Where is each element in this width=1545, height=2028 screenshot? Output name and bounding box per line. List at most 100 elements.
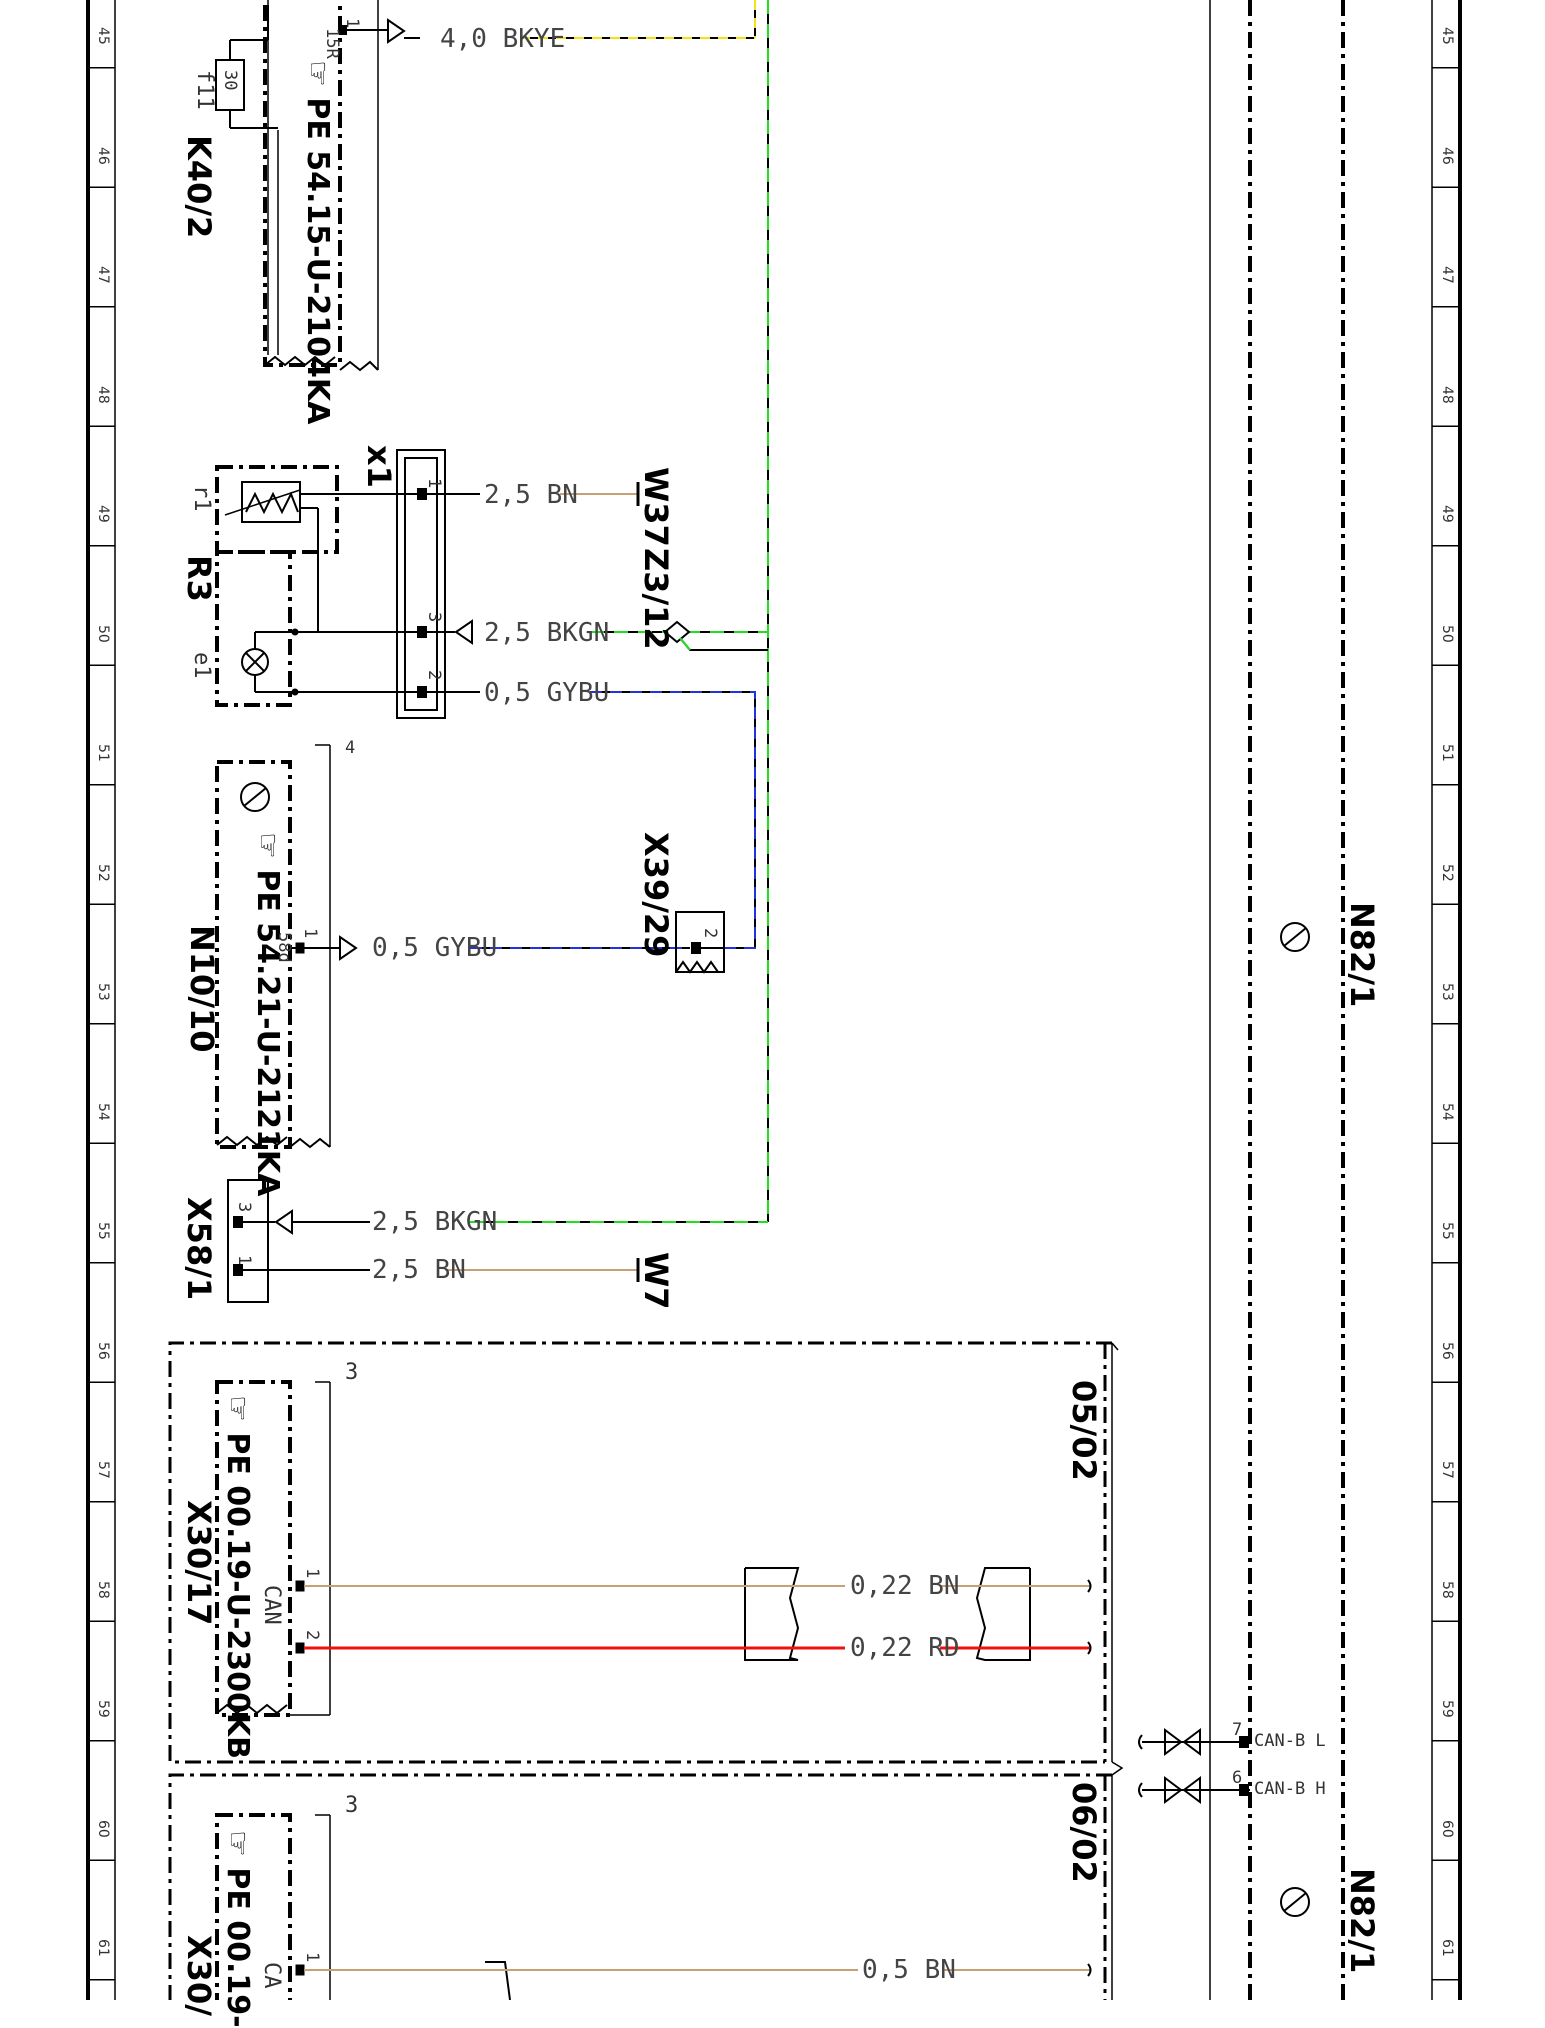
box-05-02	[168, 1341, 1124, 1776]
pin-k40-15r: 15R	[322, 28, 342, 59]
signal-can-partial: CA	[259, 1962, 284, 1989]
x1-connector	[396, 449, 480, 719]
twisted-pair-shield	[744, 1567, 1031, 1661]
grid-number: 52	[95, 863, 111, 882]
pin-x30-2: 2	[302, 1630, 322, 1641]
pe-ref-n10-10: ☞ PE 54.21-U-2121KA	[250, 832, 285, 1197]
r3-box	[215, 465, 420, 707]
grid-number: 50	[1439, 624, 1455, 643]
wire-label-gybu-a: 0,5 GYBU	[484, 678, 610, 708]
grid-number: 46	[95, 146, 111, 165]
box-06-02	[168, 1773, 1113, 2000]
label-r1: r1	[189, 485, 214, 512]
grid-number: 48	[95, 385, 111, 404]
grid-number: 50	[95, 624, 111, 643]
grid-number: 52	[1439, 863, 1455, 882]
pin-k40-1: 1	[342, 18, 362, 29]
pe-ref-n10-10-text: PE 54.21-U-2121KA	[250, 869, 285, 1197]
wire-label-bkye: 4,0 BKYE	[440, 24, 566, 54]
wire-label-bn-top: 2,5 BN	[484, 480, 578, 510]
wire-label-bkgn-bottom: 2,5 BKGN	[372, 1207, 498, 1237]
grid-number: 53	[1439, 983, 1455, 1001]
label-x30-17: X30/17	[180, 1500, 218, 1626]
grid-number: 46	[1439, 146, 1455, 165]
grid-number: 61	[95, 1939, 111, 1957]
pin-n10-58d: 58d	[274, 932, 294, 963]
z3-12-splice	[663, 620, 691, 644]
k40-2-box	[263, 0, 379, 372]
signal-can: CAN	[259, 1585, 284, 1625]
grid-number: 54	[1439, 1102, 1455, 1121]
label-z3-12: Z3/12	[637, 548, 675, 650]
grid-number: 45	[1439, 27, 1455, 45]
pin-x30b-3: 3	[345, 1793, 359, 1818]
label-r3: R3	[180, 555, 218, 602]
label-x58-1: X58/1	[180, 1197, 218, 1301]
pin-x1-2: 2	[424, 670, 444, 681]
n10-10-box	[215, 744, 358, 1149]
grid-number: 57	[95, 1461, 111, 1479]
label-k40-2: K40/2	[180, 135, 218, 239]
grid-number: 58	[95, 1580, 111, 1599]
grid-left	[86, 0, 116, 2000]
grid-number: 51	[95, 744, 111, 762]
wire-gybu-x1	[590, 691, 756, 949]
label-w37: W37	[637, 467, 675, 547]
pin-x58-3: 3	[234, 1202, 254, 1213]
pin-x1-3: 3	[424, 612, 444, 623]
x30-partial-box	[215, 1813, 511, 2000]
grid-ticks	[88, 67, 1460, 1981]
pe-ref-k40-2-text: PE 54.15-U-2104KA	[300, 97, 335, 425]
can-b-connectors	[1138, 1728, 1250, 1804]
label-x39-29: X39/29	[637, 832, 675, 958]
grid-number: 49	[95, 505, 111, 523]
ref-06-02: 06/02	[1065, 1782, 1103, 1883]
grid-number: 49	[1439, 505, 1455, 523]
pe-ref-x30-17: ☞ PE 00.19-U-2300KB	[220, 1395, 255, 1760]
grid-number: 54	[95, 1102, 111, 1121]
grid-number: 51	[1439, 744, 1455, 762]
pin-n82-6: 6	[1232, 1768, 1243, 1788]
label-w7: W7	[637, 1252, 675, 1310]
pe-ref-x30-partial: ☞ PE 00.19-	[220, 1830, 255, 2028]
grid-number: 56	[95, 1341, 111, 1360]
grid-number: 47	[1439, 266, 1455, 284]
pin-x39-2: 2	[700, 928, 720, 939]
pin-x30b-1: 1	[302, 1952, 322, 1963]
wire-label-bn-022: 0,22 BN	[850, 1571, 960, 1601]
wire-label-gybu-b: 0,5 GYBU	[372, 933, 498, 963]
label-n10-10: N10/10	[183, 925, 221, 1053]
wire-label-bn-05: 0,5 BN	[862, 1955, 956, 1985]
label-n82-1-upper: N82/1	[1343, 902, 1381, 1008]
grid-number: 59	[1439, 1700, 1455, 1718]
grid-number: 45	[95, 27, 111, 45]
label-n82-1-lower: N82/1	[1343, 1868, 1381, 1974]
grid-number: 56	[1439, 1341, 1455, 1360]
grid-number: 53	[95, 983, 111, 1001]
x39-29-connector	[675, 911, 725, 974]
grid-number: 55	[1439, 1222, 1455, 1240]
k40-pin	[339, 18, 406, 44]
grid-number: 48	[1439, 385, 1455, 404]
label-x30-partial: X30/	[180, 1935, 218, 2016]
label-f11-rating: 30	[220, 70, 240, 91]
pin-n82-7: 7	[1232, 1720, 1243, 1740]
grid-number: 59	[95, 1700, 111, 1718]
x30-17-box	[215, 1380, 331, 1717]
wire-label-bn-bottom: 2,5 BN	[372, 1255, 466, 1285]
pin-n10-1: 1	[300, 928, 320, 939]
ref-05-02: 05/02	[1065, 1380, 1103, 1481]
pin-n10-4: 4	[345, 738, 356, 758]
signal-can-b-h: CAN-B H	[1254, 1779, 1326, 1799]
signal-can-b-l: CAN-B L	[1254, 1731, 1326, 1751]
pin-x1-1: 1	[424, 478, 444, 489]
pe-ref-k40-2: ☞ PE 54.15-U-2104KA	[300, 60, 335, 425]
grid-right	[1431, 0, 1462, 2000]
grid-number: 61	[1439, 1939, 1455, 1957]
label-f11: f11	[192, 70, 217, 110]
label-e1: e1	[189, 652, 214, 679]
pe-ref-x30-17-text: PE 00.19-U-2300KB	[220, 1432, 255, 1760]
label-x1: x1	[360, 445, 398, 488]
